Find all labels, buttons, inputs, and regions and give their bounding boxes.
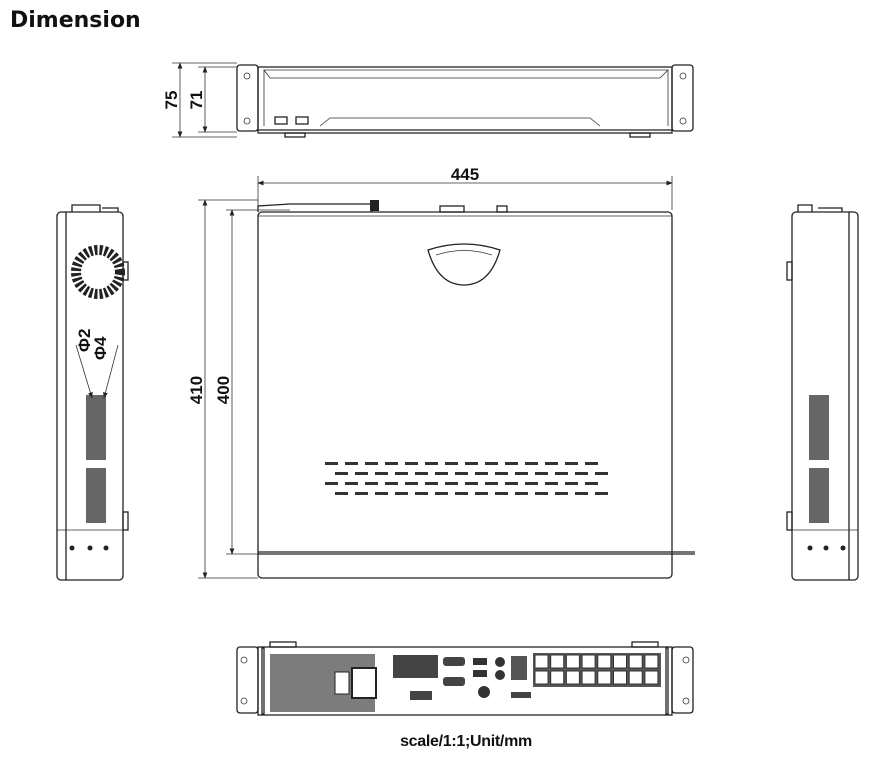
vent-slot — [405, 482, 418, 485]
rj45-port — [597, 670, 612, 685]
vent-slot — [565, 462, 578, 465]
vent-slot — [535, 492, 548, 495]
rj45-port — [613, 670, 627, 685]
vent-slot — [505, 482, 518, 485]
vent-slot — [515, 472, 528, 475]
power-socket-icon — [351, 667, 377, 699]
vent-slot — [595, 472, 608, 475]
rj45-port — [628, 654, 643, 669]
vent-slot — [545, 482, 558, 485]
vent-slot — [475, 472, 488, 475]
vent-slot — [455, 492, 468, 495]
vent-slot — [595, 492, 608, 495]
front-view: 75 71 — [162, 62, 694, 138]
rj45-port-block — [533, 653, 661, 687]
rj45-port — [550, 654, 565, 669]
power-switch-icon — [334, 671, 350, 695]
vent-slot — [355, 492, 368, 495]
vent-slot — [485, 482, 498, 485]
vent-slot — [495, 472, 508, 475]
vent-slot — [335, 472, 348, 475]
vent-slot — [585, 482, 598, 485]
rj45-port — [628, 670, 643, 685]
vent-slot — [455, 472, 468, 475]
hole-label-large: Φ4 — [91, 336, 110, 360]
top-view: 445 410 400 — [187, 165, 695, 579]
vent-slot — [495, 492, 508, 495]
vent-slot — [575, 472, 588, 475]
vent-slot — [485, 462, 498, 465]
vent-slot — [415, 472, 428, 475]
vent-slot — [435, 472, 448, 475]
vent-slot — [555, 472, 568, 475]
vent-slot — [435, 492, 448, 495]
rj45-port — [581, 654, 596, 669]
vent-slot — [365, 482, 378, 485]
dim-front-outer-height: 75 — [162, 91, 181, 110]
hole-label-small: Φ2 — [75, 329, 94, 352]
rj45-port — [550, 670, 565, 685]
vent-slot — [565, 482, 578, 485]
vent-slot — [355, 472, 368, 475]
vent-slot — [585, 462, 598, 465]
vent-slot — [325, 482, 338, 485]
vent-slot — [415, 492, 428, 495]
dim-depth-outer: 410 — [187, 376, 206, 404]
vent-slot — [385, 482, 398, 485]
vent-slot — [475, 492, 488, 495]
vent-slot — [325, 462, 338, 465]
vent-slot — [345, 462, 358, 465]
vent-slot — [445, 482, 458, 485]
vent-slot — [535, 472, 548, 475]
vent-slot — [395, 472, 408, 475]
vent-slot — [395, 492, 408, 495]
rj45-port — [534, 654, 549, 669]
vent-slot — [545, 462, 558, 465]
left-side-view: Φ2 Φ4 — [56, 204, 129, 581]
scale-note: scale/1:1;Unit/mm — [400, 733, 532, 750]
vent-slot — [555, 492, 568, 495]
rj45-port — [644, 670, 659, 685]
rj45-port — [565, 654, 580, 669]
vent-slot — [345, 482, 358, 485]
vent-slot — [375, 472, 388, 475]
page-title: Dimension — [10, 8, 141, 33]
vent-slot — [365, 462, 378, 465]
vent-slot — [405, 462, 418, 465]
rj45-port — [581, 670, 596, 685]
vent-slots — [325, 462, 608, 495]
dim-depth-inner: 400 — [214, 376, 233, 404]
vent-slot — [375, 492, 388, 495]
dim-width: 445 — [451, 165, 479, 184]
vent-slot — [505, 462, 518, 465]
rj45-port — [644, 654, 659, 669]
rj45-port — [565, 670, 580, 685]
rj45-port — [613, 654, 627, 669]
vent-slot — [385, 462, 398, 465]
vent-slot — [525, 462, 538, 465]
vent-slot — [575, 492, 588, 495]
rj45-port — [534, 670, 549, 685]
vent-slot — [515, 492, 528, 495]
vent-slot — [425, 462, 438, 465]
vent-slot — [465, 462, 478, 465]
rj45-port — [597, 654, 612, 669]
vent-slot — [465, 482, 478, 485]
rear-view — [236, 641, 694, 716]
vent-slot — [525, 482, 538, 485]
vent-slot — [445, 462, 458, 465]
right-side-view — [786, 204, 859, 581]
vent-slot — [335, 492, 348, 495]
vent-slot — [425, 482, 438, 485]
dim-front-inner-height: 71 — [187, 91, 206, 110]
